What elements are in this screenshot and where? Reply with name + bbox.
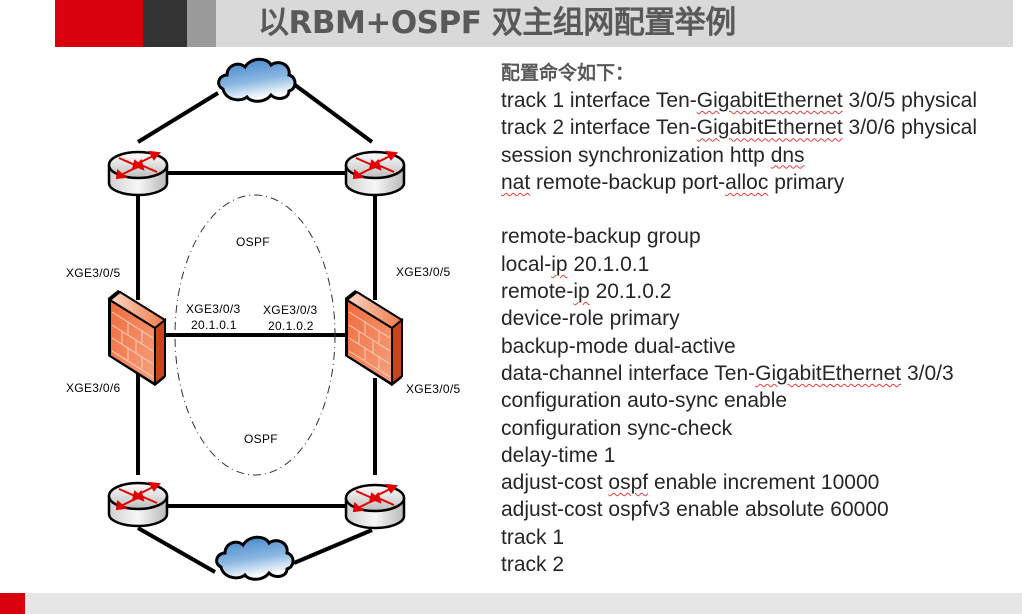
link-router-bl-cloud-bottom: [137, 526, 216, 574]
config-lines: track 1 interface Ten-GigabitEthernet 3/…: [501, 87, 977, 578]
spellcheck-flagged-word: GigabitEthernet: [755, 361, 902, 385]
config-line: nat remote-backup port-alloc primary: [501, 170, 845, 194]
spellcheck-flagged-word: ospf: [608, 471, 649, 495]
link-router-tl-cloud-top: [136, 91, 220, 144]
config-line: backup-mode dual-active: [501, 334, 736, 358]
config-line: adjust-cost ospf enable increment 10000: [501, 471, 880, 495]
router-bottom-left-icon: [107, 481, 169, 528]
config-line: local-ip 20.1.0.1: [501, 252, 650, 276]
firewall-right-icon: [345, 290, 404, 387]
link-cloud-bottom-router-br: [293, 528, 373, 565]
header-bar: [216, 0, 1013, 47]
spellcheck-flagged-word: GigabitEthernet: [696, 116, 843, 140]
config-line: track 2: [501, 553, 565, 577]
port-label-right-upper: XGE3/0/5: [396, 265, 450, 279]
link-port-right: XGE3/0/3: [263, 303, 317, 317]
cloud-top-icon: [217, 57, 297, 103]
config-blank-line: [501, 196, 977, 223]
link-cloud-top-router-tr: [293, 83, 374, 144]
routers: [107, 150, 406, 530]
config-line: configuration auto-sync enable: [501, 389, 788, 413]
config-line: track 2 interface Ten-GigabitEthernet 3/…: [501, 116, 977, 140]
footer-accent-red: [0, 593, 25, 614]
link-ip-left: 20.1.0.1: [191, 318, 237, 332]
page-title: 以RBM+OSPF 双主组网配置举例: [258, 5, 736, 41]
router-top-left-icon: [107, 150, 169, 197]
spellcheck-flagged-word: ip: [551, 252, 568, 276]
port-label-left-upper: XGE3/0/5: [66, 266, 120, 280]
config-heading: 配置命令如下：: [501, 62, 635, 84]
router-top-right-icon: [344, 150, 406, 197]
link-ip-right: 20.1.0.2: [268, 319, 314, 333]
config-line: adjust-cost ospfv3 enable absolute 60000: [501, 498, 889, 522]
header-accent-red: [55, 0, 143, 47]
spellcheck-flagged-word: nat: [501, 170, 531, 194]
port-label-right-lower: XGE3/0/5: [406, 382, 460, 396]
config-panel: 配置命令如下： track 1 interface Ten-GigabitEth…: [501, 60, 977, 578]
link-port-left: XGE3/0/3: [186, 302, 240, 316]
spellcheck-flagged-word: GigabitEthernet: [696, 89, 843, 112]
spellcheck-flagged-word: alloc: [725, 170, 769, 194]
ospf-label-bottom: OSPF: [244, 432, 278, 446]
config-line: track 1: [501, 525, 565, 549]
router-bottom-right-icon: [344, 483, 406, 530]
firewall-left-icon: [108, 290, 167, 387]
config-line: delay-time 1: [501, 443, 616, 467]
ospf-area-ellipse: [174, 194, 336, 476]
footer-bar: [0, 593, 1022, 614]
ospf-label-top: OSPF: [236, 235, 270, 249]
spellcheck-flagged-word: ip: [573, 280, 590, 304]
config-line: remote-ip 20.1.0.2: [501, 280, 672, 304]
config-line: track 1 interface Ten-GigabitEthernet 3/…: [501, 89, 977, 112]
config-line: session synchronization http dns: [501, 143, 805, 167]
header-accent-gray: [187, 0, 216, 47]
config-line: configuration sync-check: [501, 416, 733, 440]
config-line: device-role primary: [501, 307, 680, 331]
spellcheck-flagged-word: dns: [770, 143, 805, 167]
port-label-left-lower: XGE3/0/6: [66, 381, 120, 395]
config-line: remote-backup group: [501, 225, 701, 249]
cloud-bottom-icon: [215, 535, 295, 581]
header-accent-dark: [143, 0, 187, 47]
config-line: data-channel interface Ten-GigabitEthern…: [501, 361, 954, 385]
links: [136, 83, 377, 574]
